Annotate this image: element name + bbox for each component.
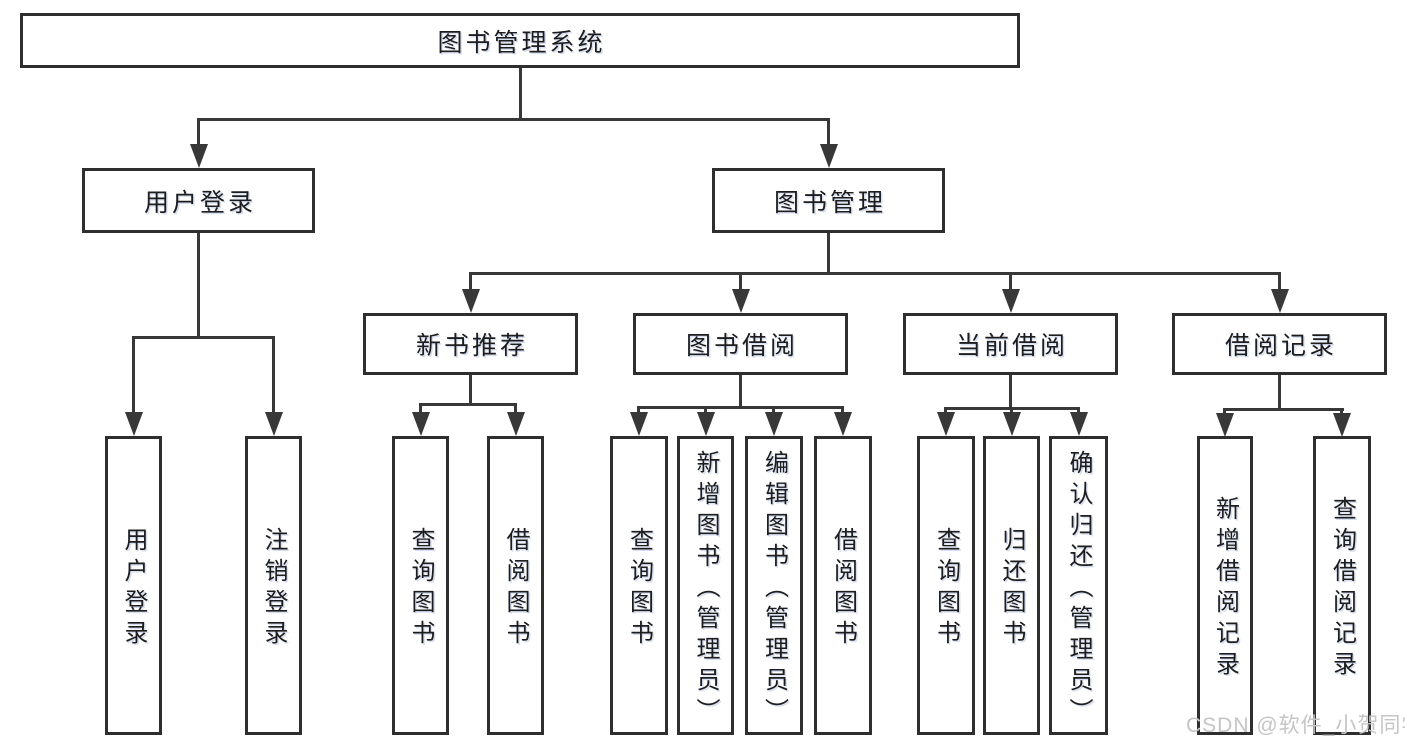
arrow-to-bb-add-icon bbox=[697, 412, 715, 436]
connector-stem-cb-confirm bbox=[1077, 407, 1080, 414]
node-book-management: 图书管理 bbox=[712, 168, 945, 233]
leaf-user-login: 用户登录 bbox=[105, 436, 162, 735]
connector-stem-new-book bbox=[469, 272, 472, 291]
node-user-login-label: 用户登录 bbox=[143, 188, 256, 217]
leaf-confirm-return-admin: 确认归还（管理员） bbox=[1049, 436, 1108, 735]
arrow-to-cb-query-icon bbox=[937, 412, 955, 436]
leaf-add-borrow-record-label: 新增借阅记录 bbox=[1211, 496, 1239, 682]
connector-userlogin-vline bbox=[197, 233, 200, 336]
node-book-management-label: 图书管理 bbox=[773, 188, 886, 217]
connector-stem-book-borrow bbox=[739, 272, 742, 291]
connector-stem-bb-borrow bbox=[841, 406, 844, 414]
connector-stem-book-mgmt bbox=[827, 118, 830, 146]
connector-root-hline bbox=[197, 118, 830, 121]
node-library-management-system: 图书管理系统 bbox=[20, 13, 1020, 68]
leaf-newbook-query-books: 查询图书 bbox=[392, 436, 449, 735]
connector-stem-nb-query bbox=[419, 403, 422, 414]
leaf-add-borrow-record: 新增借阅记录 bbox=[1197, 436, 1253, 735]
connector-stem-br-add bbox=[1223, 408, 1226, 416]
arrow-to-bb-borrow-icon bbox=[834, 412, 852, 436]
leaf-borrow-books: 借阅图书 bbox=[814, 436, 872, 735]
connector-stem-user-login bbox=[197, 118, 200, 146]
connector-userlogin-hline bbox=[132, 336, 275, 339]
leaf-newbook-borrow-books-label: 借阅图书 bbox=[502, 527, 529, 651]
leaf-user-login-label: 用户登录 bbox=[120, 527, 147, 651]
node-book-borrowing: 图书借阅 bbox=[633, 313, 848, 375]
node-borrowing-records-label: 借阅记录 bbox=[1224, 332, 1337, 360]
leaf-edit-book-admin-label: 编辑图书（管理员） bbox=[760, 449, 788, 729]
arrow-to-br-query-icon bbox=[1333, 413, 1351, 437]
arrow-to-book-borrow-icon bbox=[732, 289, 750, 313]
leaf-borrow-books-label: 借阅图书 bbox=[829, 527, 857, 651]
csdn-watermark: CSDN @软件_小贺同学 bbox=[1186, 714, 1405, 737]
connector-newbook-hline bbox=[419, 403, 517, 406]
node-new-book-recommendation: 新书推荐 bbox=[363, 313, 578, 375]
arrow-to-nb-query-icon bbox=[412, 412, 430, 436]
connector-bookmgmt-hline bbox=[469, 272, 1281, 275]
node-borrowing-records: 借阅记录 bbox=[1172, 313, 1387, 375]
arrow-to-cb-confirm-icon bbox=[1070, 412, 1088, 436]
arrow-to-book-mgmt-icon bbox=[820, 144, 838, 168]
leaf-newbook-query-books-label: 查询图书 bbox=[407, 527, 434, 651]
leaf-return-book: 归还图书 bbox=[983, 436, 1040, 735]
connector-bookborrow-hline bbox=[637, 406, 844, 409]
connector-newbook-vline bbox=[469, 375, 472, 403]
arrow-to-cb-return-icon bbox=[1003, 412, 1021, 436]
connector-bookborrow-vline bbox=[739, 375, 742, 406]
connector-currentborrow-vline bbox=[1009, 375, 1012, 407]
leaf-edit-book-admin: 编辑图书（管理员） bbox=[745, 436, 803, 735]
leaf-add-book-admin: 新增图书（管理员） bbox=[677, 436, 734, 735]
connector-root-vline bbox=[519, 68, 522, 118]
leaf-logout: 注销登录 bbox=[245, 436, 302, 735]
connector-bookmgmt-vline bbox=[827, 233, 830, 272]
node-current-borrowing: 当前借阅 bbox=[903, 313, 1118, 375]
connector-stem-current-borrow bbox=[1009, 272, 1012, 291]
connector-borrowrecord-hline bbox=[1223, 408, 1344, 411]
connector-stem-nb-borrow bbox=[514, 403, 517, 414]
connector-stem-cb-return bbox=[1010, 407, 1013, 414]
node-new-book-recommendation-label: 新书推荐 bbox=[415, 332, 528, 360]
arrow-to-current-borrow-icon bbox=[1002, 289, 1020, 313]
arrow-to-br-add-icon bbox=[1216, 413, 1234, 437]
leaf-query-borrow-record: 查询借阅记录 bbox=[1313, 436, 1371, 735]
connector-stem-cb-query bbox=[944, 407, 947, 414]
leaf-confirm-return-admin-label: 确认归还（管理员） bbox=[1065, 449, 1092, 729]
leaf-current-query-books: 查询图书 bbox=[917, 436, 975, 735]
arrow-to-user-login-icon bbox=[190, 144, 208, 168]
node-current-borrowing-label: 当前借阅 bbox=[955, 332, 1068, 360]
leaf-return-book-label: 归还图书 bbox=[998, 527, 1025, 651]
connector-borrowrecord-vline bbox=[1278, 375, 1281, 408]
leaf-borrow-query-books-label: 查询图书 bbox=[625, 527, 653, 651]
arrow-to-leaf-login-icon bbox=[125, 412, 143, 436]
arrow-to-new-book-icon bbox=[462, 289, 480, 313]
node-book-borrowing-label: 图书借阅 bbox=[685, 332, 798, 360]
arrow-to-leaf-logout-icon bbox=[265, 412, 283, 436]
connector-stem-bb-edit bbox=[772, 406, 775, 414]
arrow-to-bb-edit-icon bbox=[765, 412, 783, 436]
leaf-borrow-query-books: 查询图书 bbox=[610, 436, 668, 735]
leaf-logout-label: 注销登录 bbox=[260, 527, 287, 651]
connector-stem-bb-query bbox=[637, 406, 640, 414]
node-library-management-system-label: 图书管理系统 bbox=[437, 28, 606, 57]
leaf-query-borrow-record-label: 查询借阅记录 bbox=[1328, 496, 1356, 682]
leaf-current-query-books-label: 查询图书 bbox=[932, 527, 960, 651]
connector-stem-bb-add bbox=[704, 406, 707, 414]
connector-stem-borrow-record bbox=[1278, 272, 1281, 291]
arrow-to-nb-borrow-icon bbox=[507, 412, 525, 436]
leaf-newbook-borrow-books: 借阅图书 bbox=[487, 436, 544, 735]
leaf-add-book-admin-label: 新增图书（管理员） bbox=[692, 449, 719, 729]
connector-stem-br-query bbox=[1340, 408, 1343, 416]
arrow-to-borrow-record-icon bbox=[1271, 289, 1289, 313]
connector-stem-leaf-logout bbox=[272, 336, 275, 414]
node-user-login: 用户登录 bbox=[82, 168, 315, 233]
arrow-to-bb-query-icon bbox=[630, 412, 648, 436]
connector-stem-leaf-login bbox=[132, 336, 135, 414]
